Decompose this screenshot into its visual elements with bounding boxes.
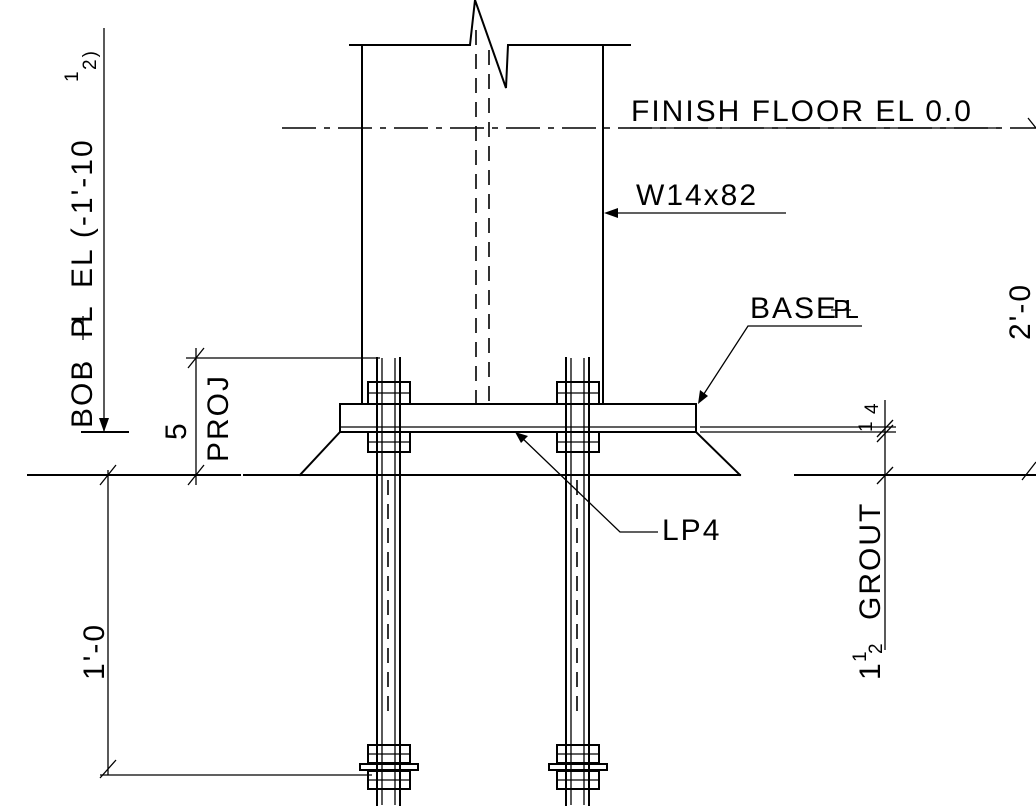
base-plate [339, 403, 697, 433]
anchor-bolt-left [359, 357, 419, 806]
proj-value-label: 5 [160, 421, 193, 440]
base-plate-label: BASE [750, 292, 838, 325]
projection-dimension [186, 347, 380, 486]
bob-elevation-label: BOB PL EL (-1'-10 1 2) [62, 49, 101, 428]
bob-elevation-sup: 1 [62, 69, 83, 82]
svg-text:2'-0: 2'-0 [1004, 283, 1036, 340]
steel-column [349, 0, 631, 405]
bob-prefix: BOB [66, 359, 99, 428]
finish-floor-label-group: FINISH FLOOR EL 0.0 [630, 95, 1000, 129]
svg-text:PROJ: PROJ [202, 374, 235, 462]
bob-elevation-arrow [81, 28, 129, 433]
anchor-bolt-right [548, 357, 608, 806]
plate-thickness-num: 1 [856, 419, 877, 432]
base-plate-leader [698, 325, 862, 404]
proj-label: PROJ [202, 374, 235, 462]
grout-pad [298, 430, 742, 477]
column-leader [604, 208, 786, 218]
grout-text: GROUT [854, 502, 887, 620]
grout-label: 1 1 2 GROUT [850, 502, 887, 680]
embedment-label: 1'-0 [78, 623, 111, 680]
finish-floor-label: FINISH FLOOR EL 0.0 [631, 95, 973, 128]
column-label: W14x82 [636, 179, 758, 212]
height-label: 2'-0 [1004, 283, 1036, 340]
bob-elevation-text: EL (-1'-10 [66, 138, 99, 288]
grout-den: 2 [866, 641, 887, 654]
grout-num: 1 [850, 649, 871, 662]
svg-text:PL: PL [833, 294, 858, 324]
svg-text:1'-0: 1'-0 [78, 623, 111, 680]
plate-thickness-label: 1 4 [856, 401, 883, 432]
lp4-leader [515, 432, 658, 533]
plate-grout-dimension [700, 400, 1036, 650]
bob-elevation-sub: 2) [80, 49, 101, 70]
grout-whole: 1 [854, 661, 887, 680]
svg-text:5: 5 [160, 421, 193, 440]
lp4-label: LP4 [662, 514, 721, 547]
embedment-dimension [99, 464, 372, 779]
plate-thickness-den: 4 [862, 401, 883, 414]
plate-symbol-icon: PL [831, 294, 864, 324]
